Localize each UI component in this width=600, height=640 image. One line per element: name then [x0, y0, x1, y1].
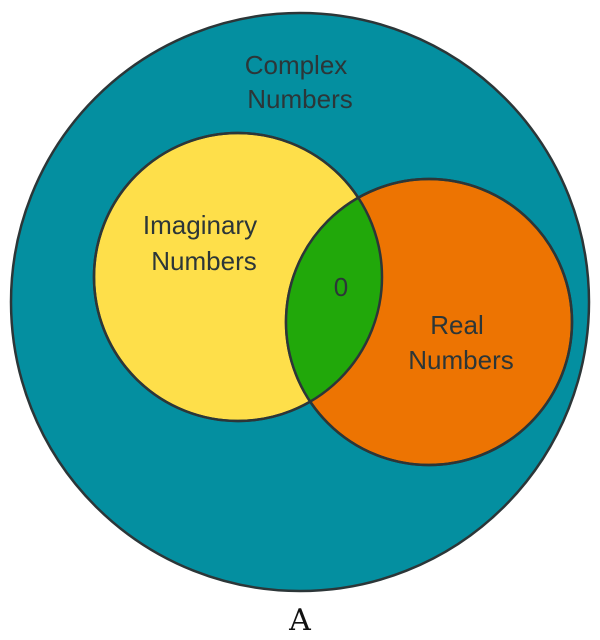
complex-numbers-label-line2: Numbers	[247, 84, 352, 114]
complex-numbers-label-line1: Complex	[245, 50, 348, 80]
real-numbers-outline	[284, 177, 574, 467]
real-numbers-label-line1: Real	[430, 310, 483, 340]
imaginary-numbers-label-line1: Imaginary	[143, 210, 257, 240]
figure-caption: A	[288, 603, 311, 638]
imaginary-numbers-outline	[92, 131, 384, 423]
imaginary-numbers-label-line2: Numbers	[151, 246, 256, 276]
real-numbers-label-line2: Numbers	[408, 345, 513, 375]
intersection-label: 0	[334, 272, 348, 302]
